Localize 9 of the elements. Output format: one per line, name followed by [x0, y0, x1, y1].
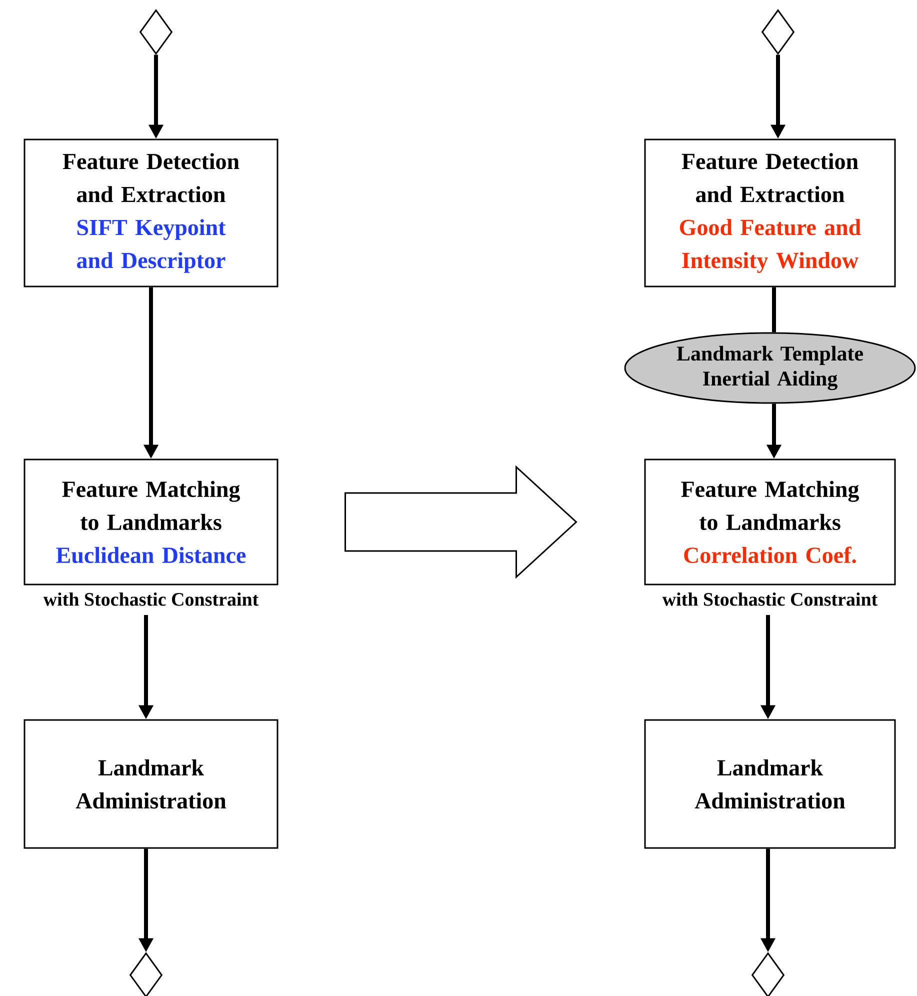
process-box: Feature Detection and Extraction SIFT Keypoint and Descriptor	[24, 138, 278, 288]
node-label: with Stochastic Constraint	[43, 592, 259, 606]
process-box: Landmark Administration	[644, 719, 896, 849]
block-arrow	[344, 465, 578, 579]
process-box: Feature Detection and Extraction Good Feature and Intensity Window	[644, 138, 896, 288]
node-label: with Stochastic Constraint	[662, 592, 878, 606]
process-box: Landmark Administration	[24, 719, 278, 849]
process-box: Feature Matching to Landmarks Correlation Coef.	[644, 458, 896, 586]
process-box: Feature Matching to Landmarks Euclidean Distance	[24, 458, 278, 586]
